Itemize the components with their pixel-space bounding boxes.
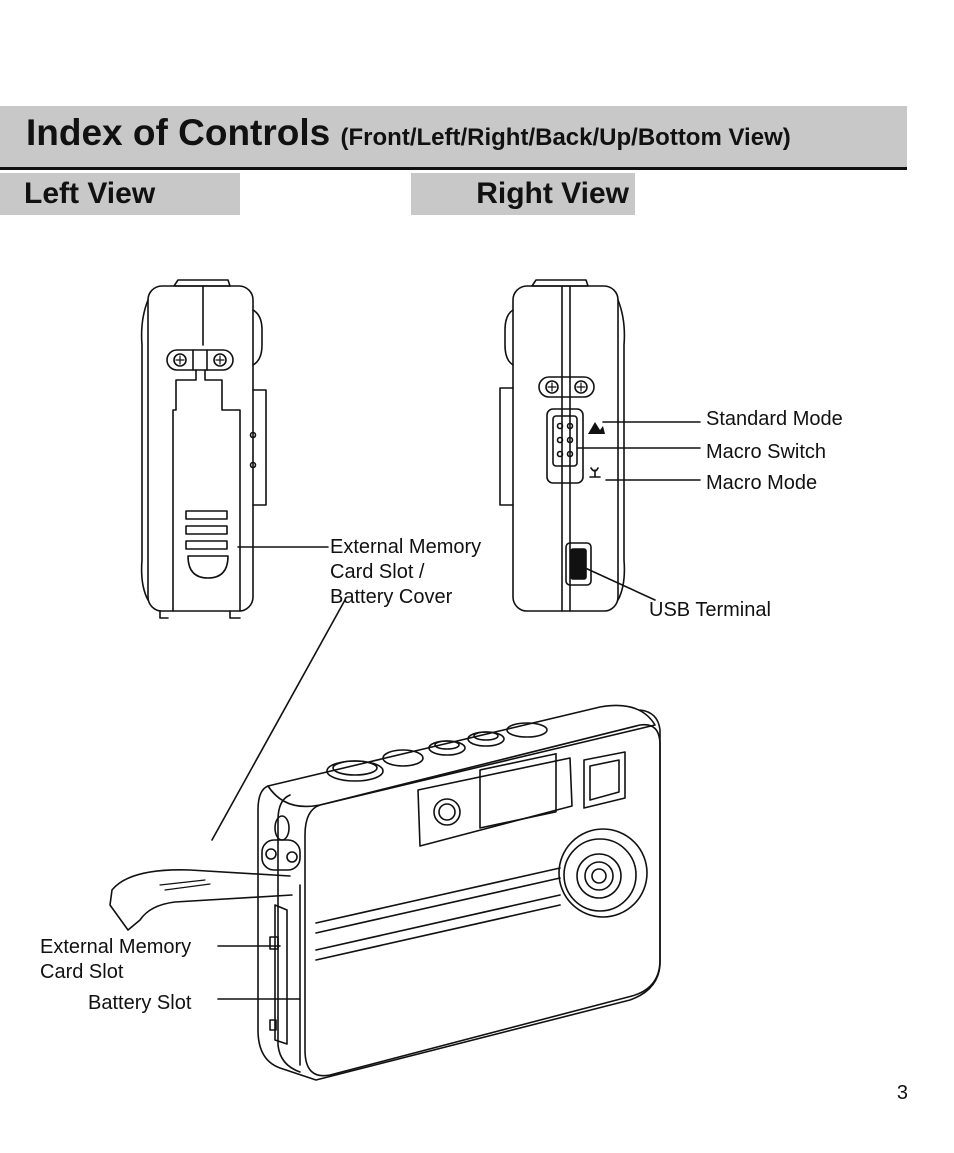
page-title: Index of Controls (Front/Left/Right/Back… bbox=[26, 112, 791, 154]
macro-switch-label: Macro Switch bbox=[706, 441, 827, 463]
perspective-camera-drawing bbox=[109, 704, 661, 1081]
standard-mode-icon bbox=[588, 422, 605, 434]
usb-terminal-label: USB Terminal bbox=[649, 599, 771, 621]
external-memory-slot-label: External Memory Card Slot bbox=[40, 935, 191, 985]
macro-mode-icon bbox=[589, 467, 601, 478]
left-side-camera-drawing bbox=[140, 279, 267, 619]
page-title-text: Index of Controls bbox=[26, 112, 331, 153]
external-memory-cover-label-line2: Card Slot / bbox=[330, 561, 425, 583]
external-memory-cover-label-line3: Battery Cover bbox=[330, 586, 453, 608]
right-side-camera-drawing bbox=[499, 279, 626, 612]
page-subtitle: (Front/Left/Right/Back/Up/Bottom View) bbox=[340, 124, 791, 151]
title-bar: Index of Controls (Front/Left/Right/Back… bbox=[0, 106, 907, 170]
external-memory-cover-label: External Memory Card Slot / Battery Cove… bbox=[330, 535, 481, 610]
page-number: 3 bbox=[896, 1082, 908, 1104]
standard-mode-label: Standard Mode bbox=[706, 408, 843, 430]
external-memory-cover-label-line1: External Memory bbox=[330, 536, 482, 558]
battery-slot-label: Battery Slot bbox=[88, 992, 192, 1014]
left-view-heading: Left View bbox=[0, 173, 240, 215]
external-memory-slot-label-line1: External Memory bbox=[40, 936, 192, 958]
right-view-heading: Right View bbox=[411, 173, 635, 215]
macro-mode-label: Macro Mode bbox=[706, 472, 818, 494]
external-memory-slot-label-line2: Card Slot bbox=[40, 961, 124, 983]
